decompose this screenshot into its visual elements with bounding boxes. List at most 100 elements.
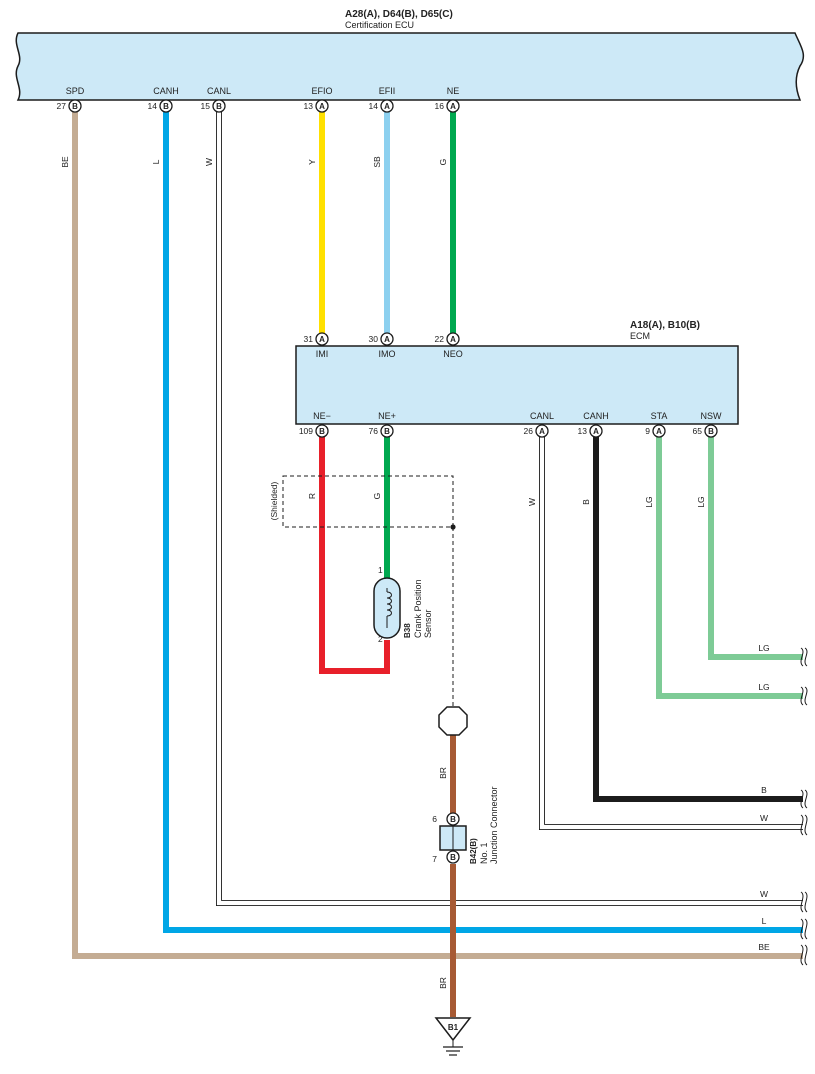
pin-number: 76 — [369, 426, 379, 436]
wires — [72, 112, 803, 1017]
pin-number: 16 — [435, 101, 445, 111]
ecm-bottom-pin-ne: B 76 NE+ — [369, 411, 396, 438]
right-edge-label: L — [762, 916, 767, 926]
junction-name-line2: Junction Connector — [489, 786, 499, 864]
wire-ecm-canh — [593, 437, 803, 802]
pin-number: 31 — [304, 334, 314, 344]
wire-label-ecm-canh: B — [581, 499, 591, 505]
break-marks — [800, 647, 808, 966]
pin-connector-letter: B — [708, 427, 714, 436]
connector-circle-icon — [589, 424, 603, 438]
wire-label-ground-lower: BR — [438, 977, 448, 989]
right-edge-label: LG — [758, 682, 769, 692]
connector-circle-icon — [380, 332, 394, 346]
certification-ecu-body — [15, 32, 805, 101]
connector-circle-icon — [704, 424, 718, 438]
pin-number: 13 — [578, 426, 588, 436]
certification-ecu-code: A28(A), D64(B), D65(C) — [345, 9, 453, 20]
junction-code: B42(B) — [469, 838, 478, 864]
pin-connector-letter: A — [450, 102, 456, 111]
pin-connector-letter: B — [384, 427, 390, 436]
certification-ecu-name: Certification ECU — [345, 20, 414, 30]
connector-circle-icon — [535, 424, 549, 438]
connector-circle-icon — [68, 99, 82, 113]
ground-label: B1 — [448, 1023, 459, 1032]
shield: (Shielded) — [269, 475, 456, 707]
ground-symbol: B1 — [434, 1017, 472, 1056]
pin-connector-letter: A — [450, 335, 456, 344]
connector-circle-icon — [446, 812, 460, 826]
junction-connector: 6 7 B42(B) No. 1 Junction Connector — [432, 786, 499, 864]
ecm-code: A18(A), B10(B) — [630, 320, 700, 331]
pin-number: 14 — [369, 101, 379, 111]
right-edge-label: W — [760, 889, 768, 899]
pin-connector-letter: B — [163, 102, 169, 111]
pin-number: 14 — [148, 101, 158, 111]
pin-connector-letter: B — [450, 815, 456, 824]
pin-name: EFII — [379, 86, 396, 96]
wire-canh — [163, 112, 803, 933]
certification-ecu-pin-canl: B 15 CANL — [201, 86, 231, 113]
pin-name: NE+ — [378, 411, 396, 421]
shield-ground-connector-icon — [438, 706, 468, 736]
connector-circle-icon — [380, 424, 394, 438]
wire-ne-minus — [319, 437, 390, 674]
shielded-label: (Shielded) — [269, 481, 279, 520]
wire-label-canl: W — [204, 158, 214, 166]
pin-number: 15 — [201, 101, 211, 111]
connector-circle-icon — [315, 424, 329, 438]
ground-triangle-icon — [434, 1017, 472, 1042]
pin-connector-letter: B — [216, 102, 222, 111]
connector-circle-icon — [315, 99, 329, 113]
pin-number: 27 — [57, 101, 67, 111]
shield-junction-dot — [450, 524, 456, 530]
pin-connector-letter: A — [656, 427, 662, 436]
crank-sensor-pin2: 2 — [378, 634, 383, 644]
right-edge-label: B — [761, 785, 767, 795]
wire-label-ecm-canl: W — [527, 498, 537, 506]
pin-connector-letter: B — [450, 853, 456, 862]
shield-box — [282, 475, 454, 528]
wire-label-canh: L — [151, 159, 161, 164]
wire-spd — [72, 112, 803, 959]
wire-sta — [656, 437, 803, 699]
wire-label-nsw: LG — [696, 496, 706, 507]
pin-name: NE — [447, 86, 460, 96]
pin-name: CANH — [153, 86, 179, 96]
pin-connector-letter: A — [384, 102, 390, 111]
pin-connector-letter: A — [319, 102, 325, 111]
pin-number: 13 — [304, 101, 314, 111]
pin-name: CANL — [207, 86, 231, 96]
crank-sensor-code: B38 — [403, 623, 412, 638]
pin-number: 65 — [693, 426, 703, 436]
wire-nsw — [708, 437, 803, 660]
crank-sensor-pin1: 1 — [378, 565, 383, 575]
pin-name: IMI — [316, 349, 329, 359]
right-edge-label: LG — [758, 643, 769, 653]
wire-label-ne: G — [438, 159, 448, 166]
wire-ecm-canl — [539, 437, 803, 830]
wire-canl — [216, 112, 803, 906]
connector-circle-icon — [380, 99, 394, 113]
pin-number: 26 — [524, 426, 534, 436]
wire-label-ne-plus: G — [372, 493, 382, 500]
pin-number: 30 — [369, 334, 379, 344]
pin-connector-letter: B — [72, 102, 78, 111]
pin-connector-letter: A — [593, 427, 599, 436]
pin-name: NEO — [443, 349, 463, 359]
pin-name: NSW — [701, 411, 723, 421]
connector-circle-icon — [446, 99, 460, 113]
wire-label-spd: BE — [60, 156, 70, 168]
connector-circle-icon — [446, 850, 460, 864]
right-edge-label: W — [760, 813, 768, 823]
ecm-name: ECM — [630, 331, 650, 341]
pin-connector-letter: B — [319, 427, 325, 436]
